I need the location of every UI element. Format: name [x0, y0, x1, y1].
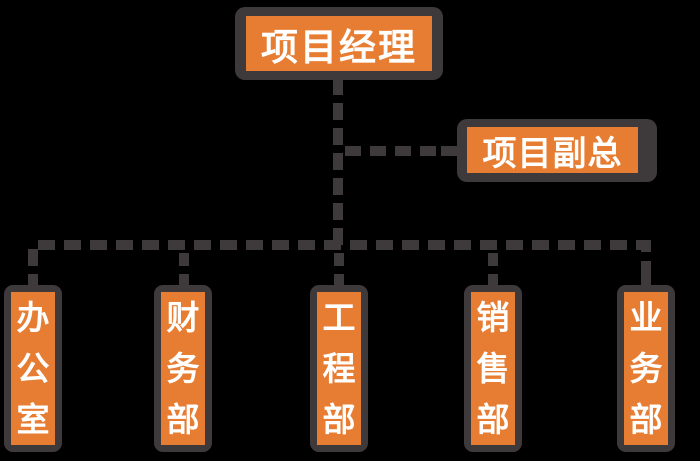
node-fill: 财务部 — [161, 292, 205, 445]
node-label: 业务部 — [629, 299, 663, 438]
node-engineering-dept[interactable]: 工程部 — [310, 285, 368, 452]
node-project-manager[interactable]: 项目经理 — [235, 7, 443, 80]
node-label: 项目经理 — [246, 16, 432, 71]
node-fill: 业务部 — [624, 292, 668, 445]
node-finance-dept[interactable]: 财务部 — [154, 285, 212, 452]
node-label: 办公室 — [16, 299, 50, 438]
node-label: 项目副总 — [467, 127, 638, 173]
node-fill: 销售部 — [471, 292, 515, 445]
node-fill: 工程部 — [317, 292, 361, 445]
node-label: 销售部 — [476, 299, 510, 438]
node-sales-dept[interactable]: 销售部 — [464, 285, 522, 452]
node-fill: 办公室 — [11, 292, 55, 445]
node-label: 工程部 — [322, 299, 356, 438]
node-office[interactable]: 办公室 — [4, 285, 62, 452]
node-business-dept[interactable]: 业务部 — [617, 285, 675, 452]
node-label: 财务部 — [166, 299, 200, 438]
node-project-deputy[interactable]: 项目副总 — [457, 119, 657, 182]
